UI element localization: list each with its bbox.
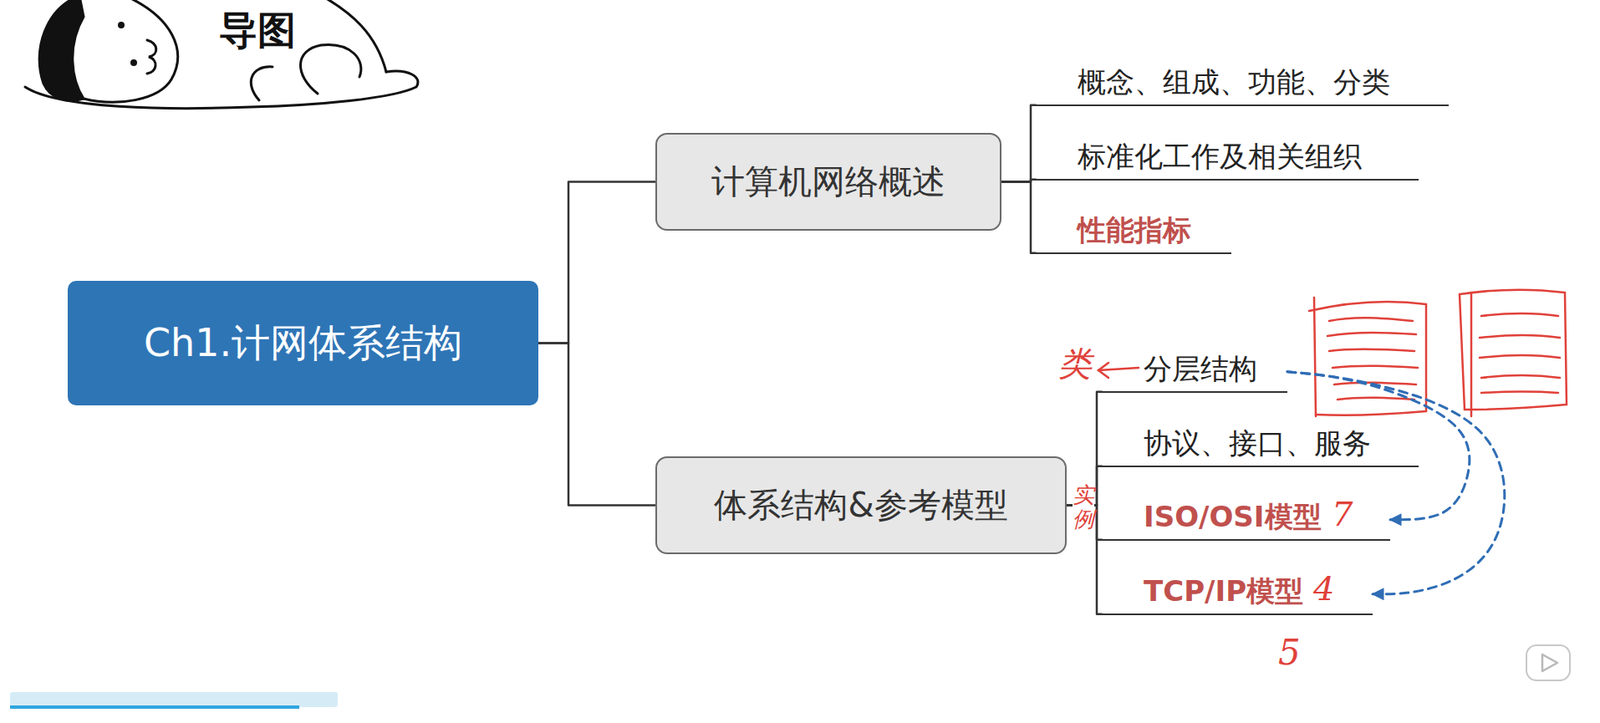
node-text: 概念、组成、功能、分类 — [1077, 64, 1391, 101]
node-text: ISO/OSI模型 — [1143, 499, 1322, 536]
node-text: 性能指标 — [1077, 212, 1192, 249]
hand-arrow — [1098, 362, 1139, 378]
node-text: 标准化工作及相关组织 — [1077, 138, 1362, 175]
node-text: 体系结构&参考模型 — [713, 482, 1008, 529]
hand-note: 类 — [1058, 345, 1092, 383]
topic-box: 计算机网络概述 — [655, 132, 1002, 231]
progress-track — [10, 692, 338, 708]
play-button — [1526, 645, 1570, 681]
subtopic: 协议、接口、服务 — [1101, 425, 1419, 469]
dashed-arrow — [1287, 371, 1505, 595]
key-subtopic: 性能指标 — [1035, 212, 1232, 255]
node-text: 协议、接口、服务 — [1143, 425, 1371, 462]
node-text: 分层结构 — [1143, 351, 1258, 388]
subtopic: 分层结构 — [1101, 351, 1288, 394]
root-topic: Ch1.计网体系结构 — [67, 280, 539, 406]
callout-number: 7 — [1331, 495, 1353, 533]
branch-line — [538, 343, 656, 506]
node-text: TCP/IP模型 — [1143, 573, 1304, 610]
branch-line — [1001, 105, 1036, 183]
subtopic: 概念、组成、功能、分类 — [1035, 64, 1449, 108]
branch-line — [1001, 182, 1036, 254]
title: 导图 — [219, 5, 296, 57]
branch-line — [538, 182, 656, 344]
callout-number: 5 — [1278, 633, 1301, 673]
cartoon-figure — [25, 0, 418, 109]
subtopic: 标准化工作及相关组织 — [1035, 138, 1419, 182]
layer-scribble — [1309, 290, 1567, 418]
topic-box: 体系结构&参考模型 — [655, 456, 1067, 555]
node-text: 计算机网络概述 — [711, 158, 946, 205]
node-text: Ch1.计网体系结构 — [143, 317, 463, 370]
progress-bar — [10, 705, 300, 709]
callout-number: 4 — [1313, 570, 1335, 607]
hand-note: 实例 — [1072, 483, 1095, 531]
